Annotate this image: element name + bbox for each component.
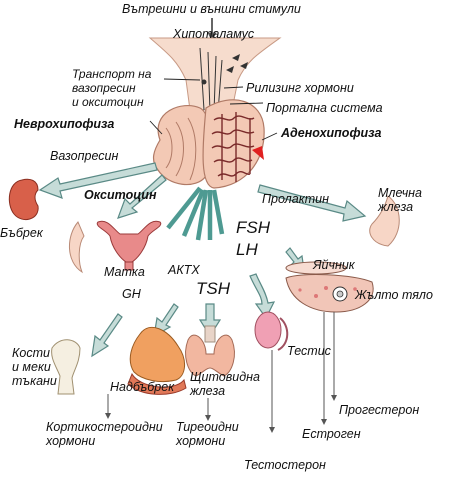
label-lh: LH [236, 240, 258, 259]
neuron-bodies [201, 54, 248, 85]
label-mammary: Млечна жлеза [378, 186, 423, 214]
breast-left [69, 221, 85, 274]
label-corticosteroid: Кортикостероидни хормони [46, 420, 163, 448]
adrenal-organ [129, 326, 185, 383]
neurohypophysis-shape [152, 104, 211, 186]
label-bones: Кости и меки тъкани [12, 346, 57, 388]
label-adrenal: Надбъбрек [110, 380, 175, 394]
label-transport: Транспорт на вазопресин и окситоцин [72, 67, 152, 109]
label-estrogen: Естроген [302, 427, 361, 441]
label-portal: Портална система [266, 101, 383, 115]
arrow-to-mammary [257, 184, 367, 222]
label-hypothalamus: Хипоталамус [173, 27, 255, 41]
arrow-to-testis [249, 273, 276, 320]
label-vasopressin: Вазопресин [50, 149, 119, 163]
label-ovary: Яйчник [313, 258, 355, 272]
testis-organ [254, 311, 289, 351]
ovary-organ [285, 261, 374, 313]
adenohypophysis-shape [202, 99, 265, 189]
label-tsh: TSH [196, 279, 230, 298]
label-prolactin: Пролактин [262, 192, 329, 206]
label-progesterone: Прогестерон [339, 403, 420, 417]
neurosecretory-axons [199, 47, 223, 113]
bone-organ [51, 339, 81, 395]
label-gh: GH [122, 287, 141, 301]
label-kidney: Бъбрек [0, 226, 43, 240]
label-testosterone: Тестостерон [244, 458, 326, 472]
label-testis: Тестис [287, 344, 331, 358]
label-thyroid: Щитовидна жлеза [190, 370, 260, 398]
label-pointers [149, 78, 278, 141]
arrow-to-bones [91, 313, 123, 358]
label-actx: АКТХ [168, 263, 200, 277]
label-fsh: FSH [236, 218, 270, 237]
arrow-to-uterus [117, 174, 167, 219]
label-corpus-luteum: Жълто тяло [355, 288, 433, 302]
uterus-organ [96, 220, 162, 271]
label-thyroid-hormones: Тиреоидни хормони [176, 420, 239, 448]
thyroid-organ [185, 325, 235, 377]
adrenal-kidney-cap [127, 372, 187, 395]
adenohypophysis-rays [166, 186, 225, 241]
label-adenohypophysis: Аденохипофиза [281, 126, 382, 140]
neuro-lobules [165, 117, 197, 181]
adenohypophysis-red-tip [252, 146, 264, 160]
hormone-output-lines [105, 312, 337, 433]
label-neurohypophysis: Неврохипофиза [14, 117, 115, 131]
label-oxytocin: Окситоцин [84, 188, 157, 202]
label-stimuli: Вътрешни и външни стимули [122, 2, 301, 16]
label-releasing: Рилизинг хормони [246, 81, 354, 95]
label-uterus: Матка [104, 265, 145, 279]
arrow-to-kidney [38, 162, 158, 199]
kidney-organ [8, 178, 39, 221]
breast-right [369, 195, 400, 247]
pituitary-gland [152, 99, 265, 189]
portal-capillaries [211, 112, 255, 182]
